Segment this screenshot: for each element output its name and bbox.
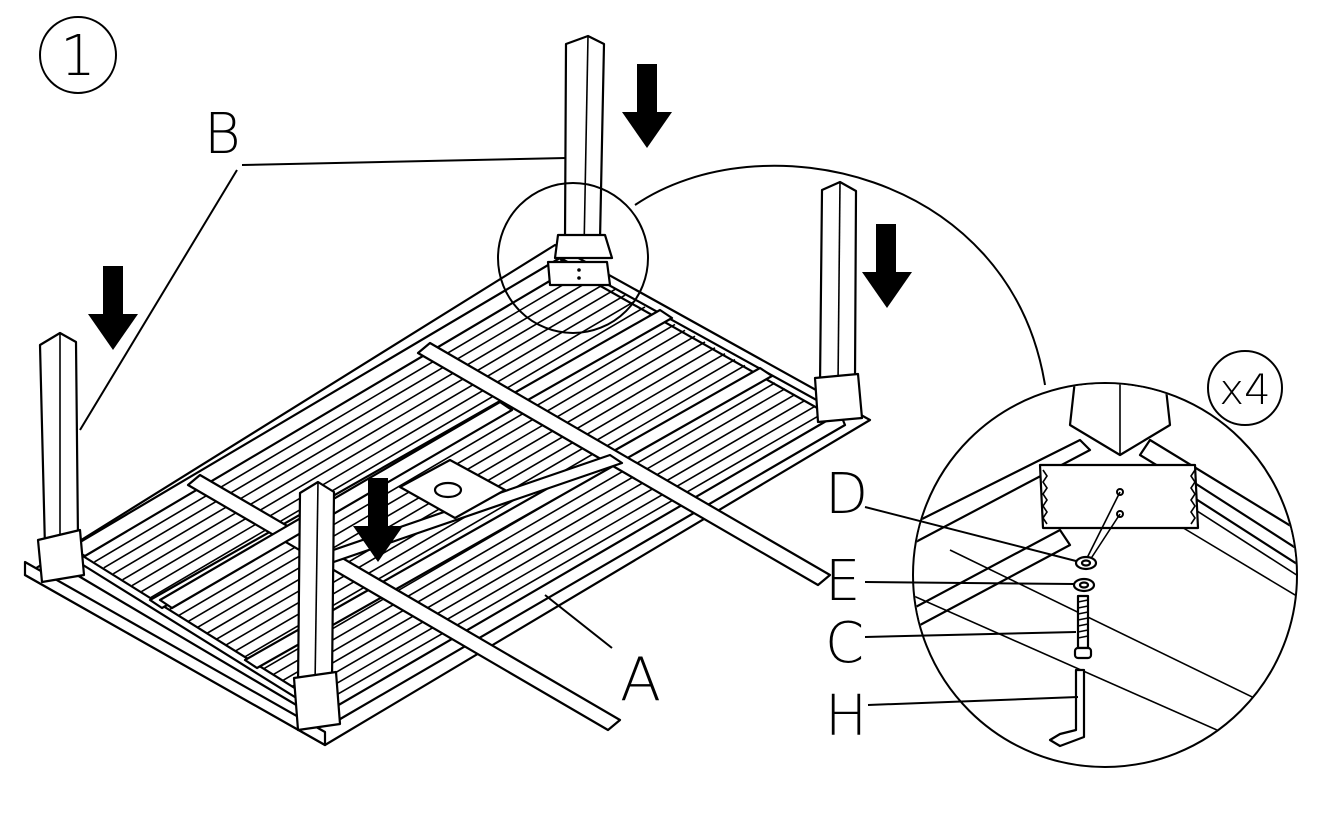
slat-line — [282, 388, 786, 682]
slat-line — [178, 323, 676, 616]
slat-line — [131, 294, 626, 587]
center-plate — [398, 458, 507, 520]
slat-line — [291, 393, 796, 687]
quantity-circle — [1207, 350, 1283, 426]
part-label-c: C — [825, 611, 864, 676]
slat-line — [310, 405, 816, 699]
arrow-down-icon — [622, 64, 672, 148]
slat-line — [122, 288, 616, 581]
arrow-down-icon — [88, 266, 138, 350]
hardware — [1048, 555, 1098, 748]
quantity-label: x4 — [1219, 365, 1271, 414]
direction-arrows — [88, 64, 912, 562]
hex-key-h — [1048, 668, 1086, 748]
leg-back — [553, 34, 614, 260]
leg-right — [813, 180, 864, 424]
part-label-a: A — [620, 645, 661, 715]
detail-circle — [912, 382, 1298, 768]
slat-line — [103, 277, 596, 569]
part-label-e: E — [825, 549, 860, 614]
arrow-down-icon — [353, 478, 403, 562]
slat-line — [301, 399, 806, 693]
leg-left — [36, 331, 86, 584]
part-label-b: B — [204, 102, 241, 167]
detail-view — [912, 382, 1298, 768]
leg-front — [292, 480, 342, 732]
slat-line — [273, 382, 776, 676]
table-legs — [36, 34, 864, 732]
arrow-down-icon — [862, 224, 912, 308]
step-badge: 1 — [39, 16, 117, 94]
detail-source-circle — [497, 182, 649, 334]
slat-line — [141, 300, 636, 593]
bolt-c — [1073, 594, 1093, 660]
umbrella-hole — [433, 481, 463, 499]
corner-bracket — [546, 260, 612, 287]
step-number-circle — [39, 16, 117, 94]
slat-line — [320, 411, 826, 705]
step-number: 1 — [60, 24, 96, 89]
slat-line — [94, 271, 586, 563]
detail-callout — [497, 164, 1046, 386]
part-label-h: H — [825, 684, 867, 749]
quantity-badge: x4 — [1207, 350, 1283, 426]
slat-line — [150, 306, 646, 599]
part-label-d: D — [825, 462, 868, 527]
slat-line — [112, 282, 606, 575]
leader-lines — [79, 157, 1079, 706]
